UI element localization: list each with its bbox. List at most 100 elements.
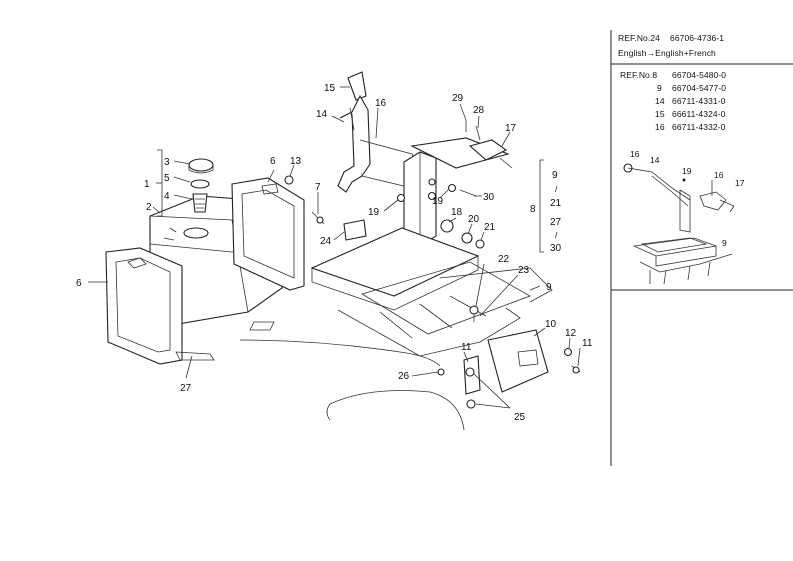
tire-edge [326, 403, 331, 421]
bracket-group-8 [539, 159, 544, 253]
strainer-mesh [195, 198, 205, 209]
floor-frame [361, 261, 531, 335]
leader-13 [289, 164, 295, 177]
latch-spring [499, 157, 513, 169]
frame-arm-9 [439, 267, 553, 303]
leader-5 [173, 176, 191, 183]
inset-lever-2 [651, 175, 689, 207]
callout-19a: 19 [368, 207, 380, 218]
frame-ribs [379, 295, 487, 339]
callout-18: 18 [451, 207, 463, 218]
leader-23 [479, 274, 519, 317]
leader-14 [331, 115, 345, 123]
group-8-item-9: 9 [552, 170, 558, 181]
callout-19b: 19 [432, 196, 444, 207]
fuel-line [239, 339, 441, 367]
tank-cap-skirt [188, 165, 214, 174]
tank-frame-right [231, 177, 305, 291]
tank-filler-neck [183, 227, 209, 239]
leader-28 [477, 115, 480, 129]
group-8-sep-1: / [555, 184, 558, 194]
inset-pin [682, 178, 686, 182]
callout-29: 29 [452, 93, 464, 104]
frame-lower [337, 307, 521, 357]
callout-17: 17 [505, 123, 517, 134]
header-part-no: 66706-4736-1 [670, 33, 724, 43]
callout-28: 28 [473, 105, 485, 116]
callout-27: 27 [180, 383, 192, 394]
leader-18 [448, 217, 457, 223]
latch-17 [468, 139, 508, 161]
main-drawing [105, 71, 581, 431]
callout-8: 8 [530, 204, 536, 215]
cap-gasket [190, 179, 210, 189]
leader-11-left [463, 351, 469, 363]
inset-drawing: 16 14 19 16 17 9 [623, 149, 745, 285]
leader-19a [383, 199, 399, 212]
washer-12 [563, 347, 573, 357]
row-part-16: 66711-4332-0 [672, 122, 726, 132]
bolt-22 [469, 305, 479, 315]
row-ref-14: 14 [655, 96, 665, 106]
leader-20 [467, 223, 473, 235]
row-ref-8: REF.No.8 [620, 70, 657, 80]
callout-13: 13 [290, 156, 302, 167]
callout-24: 24 [320, 236, 332, 247]
inset-lever [627, 167, 691, 201]
leader-17 [501, 131, 511, 147]
callout-14: 14 [316, 109, 328, 120]
inset-label-19: 19 [682, 166, 692, 176]
inset-seat-base [632, 237, 718, 257]
bracket-pin-b [428, 178, 436, 186]
leader-10 [533, 327, 546, 337]
leader-29 [459, 103, 467, 121]
washer-18 [440, 219, 454, 233]
inset-label-16b: 16 [714, 170, 724, 180]
callout-7: 7 [315, 182, 321, 193]
strap-27 [175, 351, 215, 361]
row-part-14: 66711-4331-0 [672, 96, 726, 106]
lever-hinge [349, 107, 355, 131]
leader-26 [411, 371, 439, 377]
step-plate-side [311, 256, 479, 311]
frame-right-clip [261, 183, 279, 195]
bolt-7-head [316, 216, 324, 224]
frame-left-clip [127, 257, 147, 269]
group-8-item-27: 27 [550, 217, 562, 228]
nut-25a [465, 367, 475, 377]
lever-16 [351, 94, 371, 177]
callout-12: 12 [565, 328, 577, 339]
pin-30 [459, 189, 477, 197]
language-note: English→English+French [618, 48, 716, 58]
callout-3: 3 [164, 157, 170, 168]
leader-21 [480, 231, 485, 241]
inset-seat-side [655, 246, 717, 267]
leader-9 [529, 285, 541, 291]
bolt-26 [437, 368, 445, 376]
callout-9: 9 [546, 282, 552, 293]
decal-24 [343, 219, 367, 241]
leader-12 [568, 337, 571, 349]
callout-21: 21 [484, 222, 496, 233]
reference-panel: REF.No.24 66706-4736-1 English→English+F… [610, 30, 793, 466]
row-part-8: 66704-5480-0 [672, 70, 726, 80]
leader-25 [473, 373, 511, 409]
washer-19a [396, 193, 406, 203]
inset-latch [719, 199, 735, 213]
inset-bracket [679, 189, 691, 233]
group-8-sep-2: / [555, 230, 558, 240]
bolt-11-head [572, 366, 580, 374]
leader-2 [152, 206, 161, 214]
leader-6-right [267, 169, 275, 183]
callout-6-right: 6 [270, 156, 276, 167]
leader-27 [185, 355, 193, 379]
group-8-item-30: 30 [550, 243, 562, 254]
row-ref-9: 9 [657, 83, 662, 93]
row-ref-16: 16 [655, 122, 665, 132]
bracket-10 [487, 329, 549, 393]
bracket-pin-a [427, 191, 437, 201]
leader-22 [475, 263, 485, 307]
leader-16 [375, 107, 379, 139]
leader-3 [173, 160, 191, 165]
